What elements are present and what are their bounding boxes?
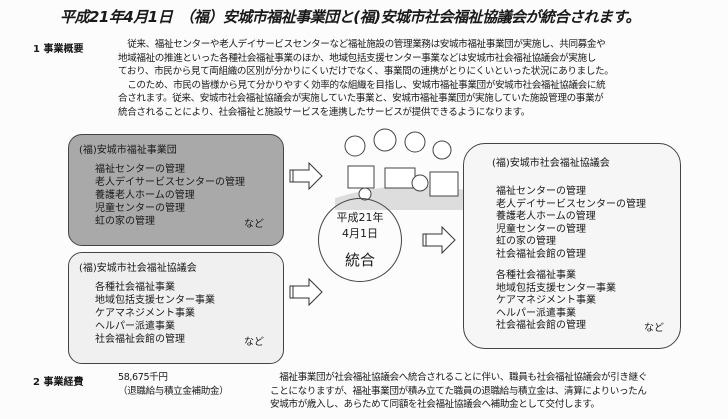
item: 各種社会福祉事業	[496, 270, 576, 281]
box-items-services: 各種社会福祉事業 地域包括支援センター事業 ケアマネジメント事業 ヘルパー派遣事…	[496, 270, 616, 333]
item: 老人デイサービスセンターの管理	[95, 177, 245, 188]
item: 児童センターの管理	[496, 223, 586, 235]
section1-body: 従来、福祉センターや老人デイサービスセンターなど福祉施設の管理業務は安城市福祉事…	[118, 38, 614, 119]
box-items-facilities: 福祉センターの管理 老人デイサービスセンターの管理 養護老人ホームの管理 児童セ…	[496, 186, 646, 261]
item: 地域包括支援センター事業	[496, 282, 616, 294]
para-line: ことになりますが、福祉事業団が積み立てた職員の退職給与積立金は、清算によりいった…	[270, 385, 647, 397]
item: 虹の家の管理	[496, 236, 556, 247]
section2-body: 福祉事業団が社会福祉協議会へ統合されることに伴い、職員も社会福祉協議会が引き継ぐ…	[270, 371, 647, 412]
para-line: 福祉事業団が社会福祉協議会へ統合されることに伴い、職員も社会福祉協議会が引き継ぐ	[270, 372, 647, 383]
para-line: 地域福祉の推進といった各種社会福祉事業のほか、地域包括支援センター事業などは安城…	[118, 52, 596, 64]
council-box: (福)安城市社会福祉協議会 各種社会福祉事業 地域包括支援センター事業 ケアマネ…	[68, 252, 284, 364]
box-heading: (福)安城市社会福祉協議会	[492, 158, 610, 169]
para-line: 従来、福祉センターや老人デイサービスセンターなど福祉施設の管理業務は安城市福祉事…	[118, 39, 606, 50]
amount-note: （退職給与積立金補助金）	[118, 385, 229, 397]
item: ヘルパー派遣事業	[95, 321, 175, 332]
amount: 58,675千円	[118, 372, 168, 383]
right-arrow-icon	[422, 226, 456, 254]
etc-label: など	[244, 337, 264, 348]
box-items: 各種社会福祉事業 地域包括支援センター事業 ケアマネジメント事業 ヘルパー派遣事…	[95, 281, 215, 346]
section1-label: 1 事業概要	[33, 44, 84, 55]
box-heading: (福)安城市社会福祉協議会	[79, 263, 197, 274]
item: 社会福祉会館の管理	[496, 248, 586, 260]
merger-date-circle: 平成21年 4月1日 統合	[318, 198, 402, 282]
item: ヘルパー派遣事業	[496, 307, 576, 319]
people-illustration	[335, 128, 465, 210]
para-line: 合されます。従来、安城市社会福祉協議会が実施していた事業と、安城市福祉事業団が実…	[118, 93, 604, 104]
box-heading: (福)安城市福祉事業団	[79, 145, 177, 156]
item: 養護老人ホームの管理	[95, 190, 195, 201]
right-arrow-icon	[289, 162, 323, 190]
item: ケアマネジメント事業	[496, 295, 596, 306]
item: 養護老人ホームの管理	[496, 211, 596, 222]
right-arrow-icon	[289, 278, 323, 306]
etc-label: など	[244, 219, 264, 230]
circle-year: 平成21年	[336, 211, 384, 224]
item: 虹の家の管理	[95, 216, 155, 227]
etc-label: など	[644, 323, 664, 334]
item: 福祉センターの管理	[496, 186, 586, 197]
cost-amount: 58,675千円 （退職給与積立金補助金）	[118, 371, 229, 398]
box-items: 福祉センターの管理 老人デイサービスセンターの管理 養護老人ホームの管理 児童セ…	[95, 163, 245, 228]
welfare-corp-box: (福)安城市福祉事業団 福祉センターの管理 老人デイサービスセンターの管理 養護…	[68, 134, 284, 246]
section2-label: 2 事業経費	[33, 377, 84, 388]
merged-council-box: (福)安城市社会福祉協議会 福祉センターの管理 老人デイサービスセンターの管理 …	[463, 143, 681, 349]
para-line: ており、市民から見て両組織の区別が分かりにくいだけでなく、事業間の連携がとりにく…	[118, 66, 614, 77]
para-line: このため、市民の皆様から見て分かりやすく効率的な組織を目指し、安城市福祉事業団が…	[118, 79, 606, 91]
page-title: 平成21年4月1日 （福）安城市福祉事業団と(福)安城市社会福祉協議会が統合され…	[60, 8, 640, 26]
item: 老人デイサービスセンターの管理	[496, 198, 646, 210]
item: 各種社会福祉事業	[95, 282, 175, 293]
item: 児童センターの管理	[95, 203, 185, 214]
item: 地域包括支援センター事業	[95, 295, 215, 306]
circle-date: 4月1日	[342, 227, 378, 240]
item: 福祉センターの管理	[95, 164, 185, 175]
item: 社会福祉会館の管理	[95, 334, 185, 345]
circle-merge: 統合	[344, 251, 375, 269]
item: 社会福祉会館の管理	[496, 320, 586, 331]
para-line: 統合されることにより、社会福祉と施設サービスを連携したサービスが提供できるように…	[118, 106, 530, 118]
para-line: 安城市が歳入し、あらためて同額を社会福祉協議会へ補助金として交付します。	[270, 399, 600, 410]
item: ケアマネジメント事業	[95, 308, 195, 319]
